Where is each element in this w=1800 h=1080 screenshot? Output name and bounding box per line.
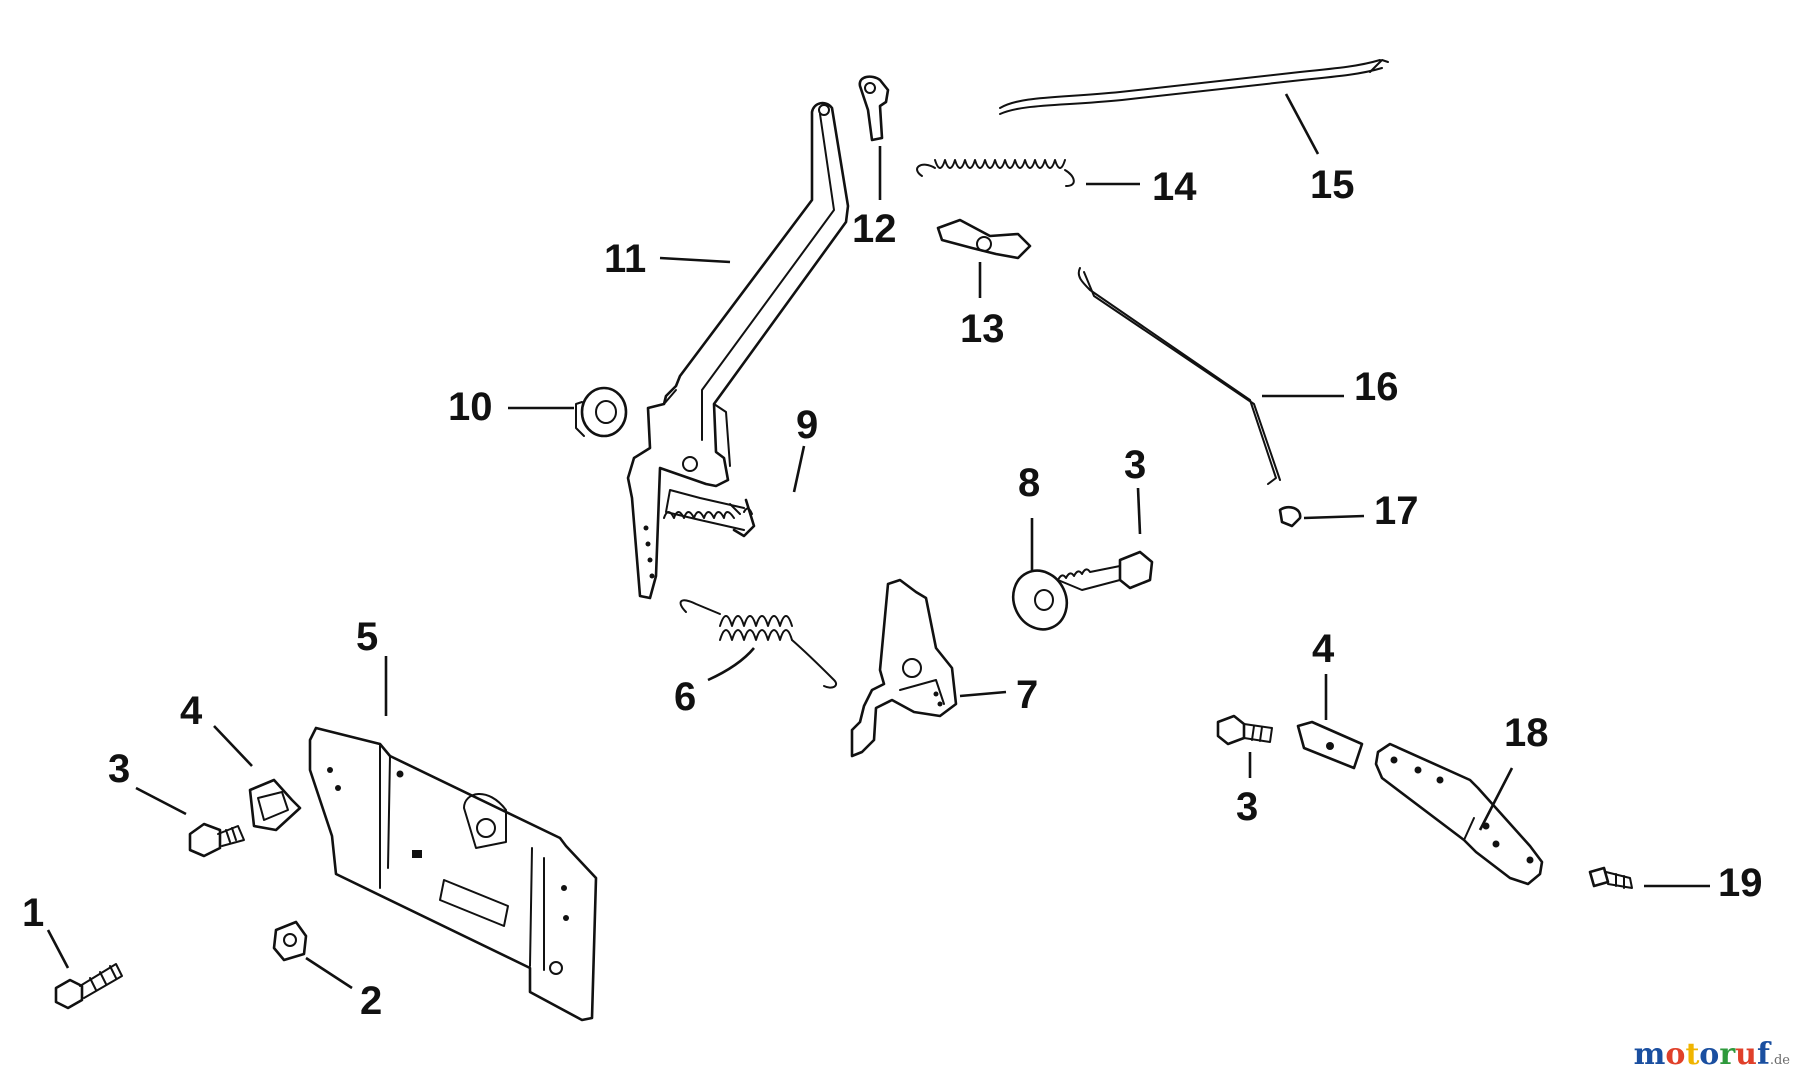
watermark-logo: motoruf.de	[1634, 1037, 1790, 1072]
part-5-plate	[308, 726, 598, 1022]
part-1-bolt	[54, 963, 123, 1010]
callout-numbers: 1 2 3 4 5 6 7 8 9 10 11 12 13 14 15 16 1…	[22, 163, 1763, 1023]
part-18-arm	[1374, 742, 1544, 886]
callout-14: 14	[1152, 165, 1197, 209]
leader-15	[1284, 93, 1320, 155]
leader-11	[659, 256, 731, 264]
callout-12: 12	[852, 207, 897, 251]
callout-3-right: 3	[1236, 785, 1258, 829]
part-17-nut	[1278, 505, 1302, 528]
part-19-pin	[1588, 866, 1633, 889]
callout-3-left: 3	[108, 747, 130, 791]
part-9-screw	[663, 489, 756, 538]
callout-13: 13	[960, 307, 1005, 351]
callout-16: 16	[1354, 365, 1399, 409]
part-4-clip-right	[1296, 720, 1364, 770]
watermark-letter: u	[1735, 1037, 1757, 1072]
callout-1: 1	[22, 891, 44, 935]
watermark-letter: o	[1699, 1037, 1720, 1072]
leader-3-upper	[1136, 487, 1142, 535]
callout-3-upper: 3	[1124, 443, 1146, 487]
callout-8: 8	[1018, 461, 1040, 505]
leader-18	[1478, 767, 1514, 831]
callout-19: 19	[1718, 861, 1763, 905]
leader-6	[707, 647, 755, 682]
callout-4-right: 4	[1312, 627, 1335, 671]
part-3-bolt-left	[188, 822, 245, 858]
part-7-bracket	[850, 578, 958, 758]
part-15-rod	[999, 59, 1389, 115]
part-3-bolt-upper	[1057, 550, 1154, 591]
callout-17: 17	[1374, 489, 1419, 533]
part-6-spring	[679, 599, 838, 689]
leader-lines	[46, 93, 1710, 990]
leader-7	[959, 690, 1007, 698]
part-11-lever	[626, 101, 850, 600]
part-13-bracket	[936, 218, 1032, 260]
callout-4-left: 4	[180, 689, 203, 733]
callout-2: 2	[360, 979, 382, 1023]
leader-1	[46, 929, 70, 969]
callout-10: 10	[448, 385, 493, 429]
part-16-rod	[1077, 267, 1281, 485]
callout-6: 6	[674, 675, 696, 719]
leader-9	[792, 445, 806, 493]
callout-11: 11	[604, 237, 646, 281]
part-8-washer	[1011, 569, 1069, 631]
watermark-letter: f	[1756, 1037, 1770, 1072]
leader-3-left	[135, 786, 187, 816]
part-2-nut	[272, 920, 308, 962]
part-12-clip	[858, 75, 890, 142]
part-3-bolt-right	[1216, 714, 1273, 746]
leader-4-left	[213, 725, 253, 767]
part-4-clip-left	[248, 778, 302, 832]
callout-18: 18	[1504, 711, 1549, 755]
callout-15: 15	[1310, 163, 1355, 207]
watermark-letter: r	[1719, 1037, 1736, 1072]
callout-9: 9	[796, 403, 818, 447]
watermark-letter: m	[1633, 1037, 1666, 1072]
watermark-letter: o	[1665, 1037, 1686, 1072]
part-10-bushing	[575, 386, 628, 438]
watermark-letter: t	[1685, 1037, 1700, 1072]
callout-7: 7	[1016, 673, 1038, 717]
callout-5: 5	[356, 615, 378, 659]
leader-17	[1303, 514, 1365, 520]
leader-2	[305, 956, 353, 990]
watermark-suffix: .de	[1769, 1053, 1790, 1068]
part-14-spring	[916, 159, 1075, 187]
